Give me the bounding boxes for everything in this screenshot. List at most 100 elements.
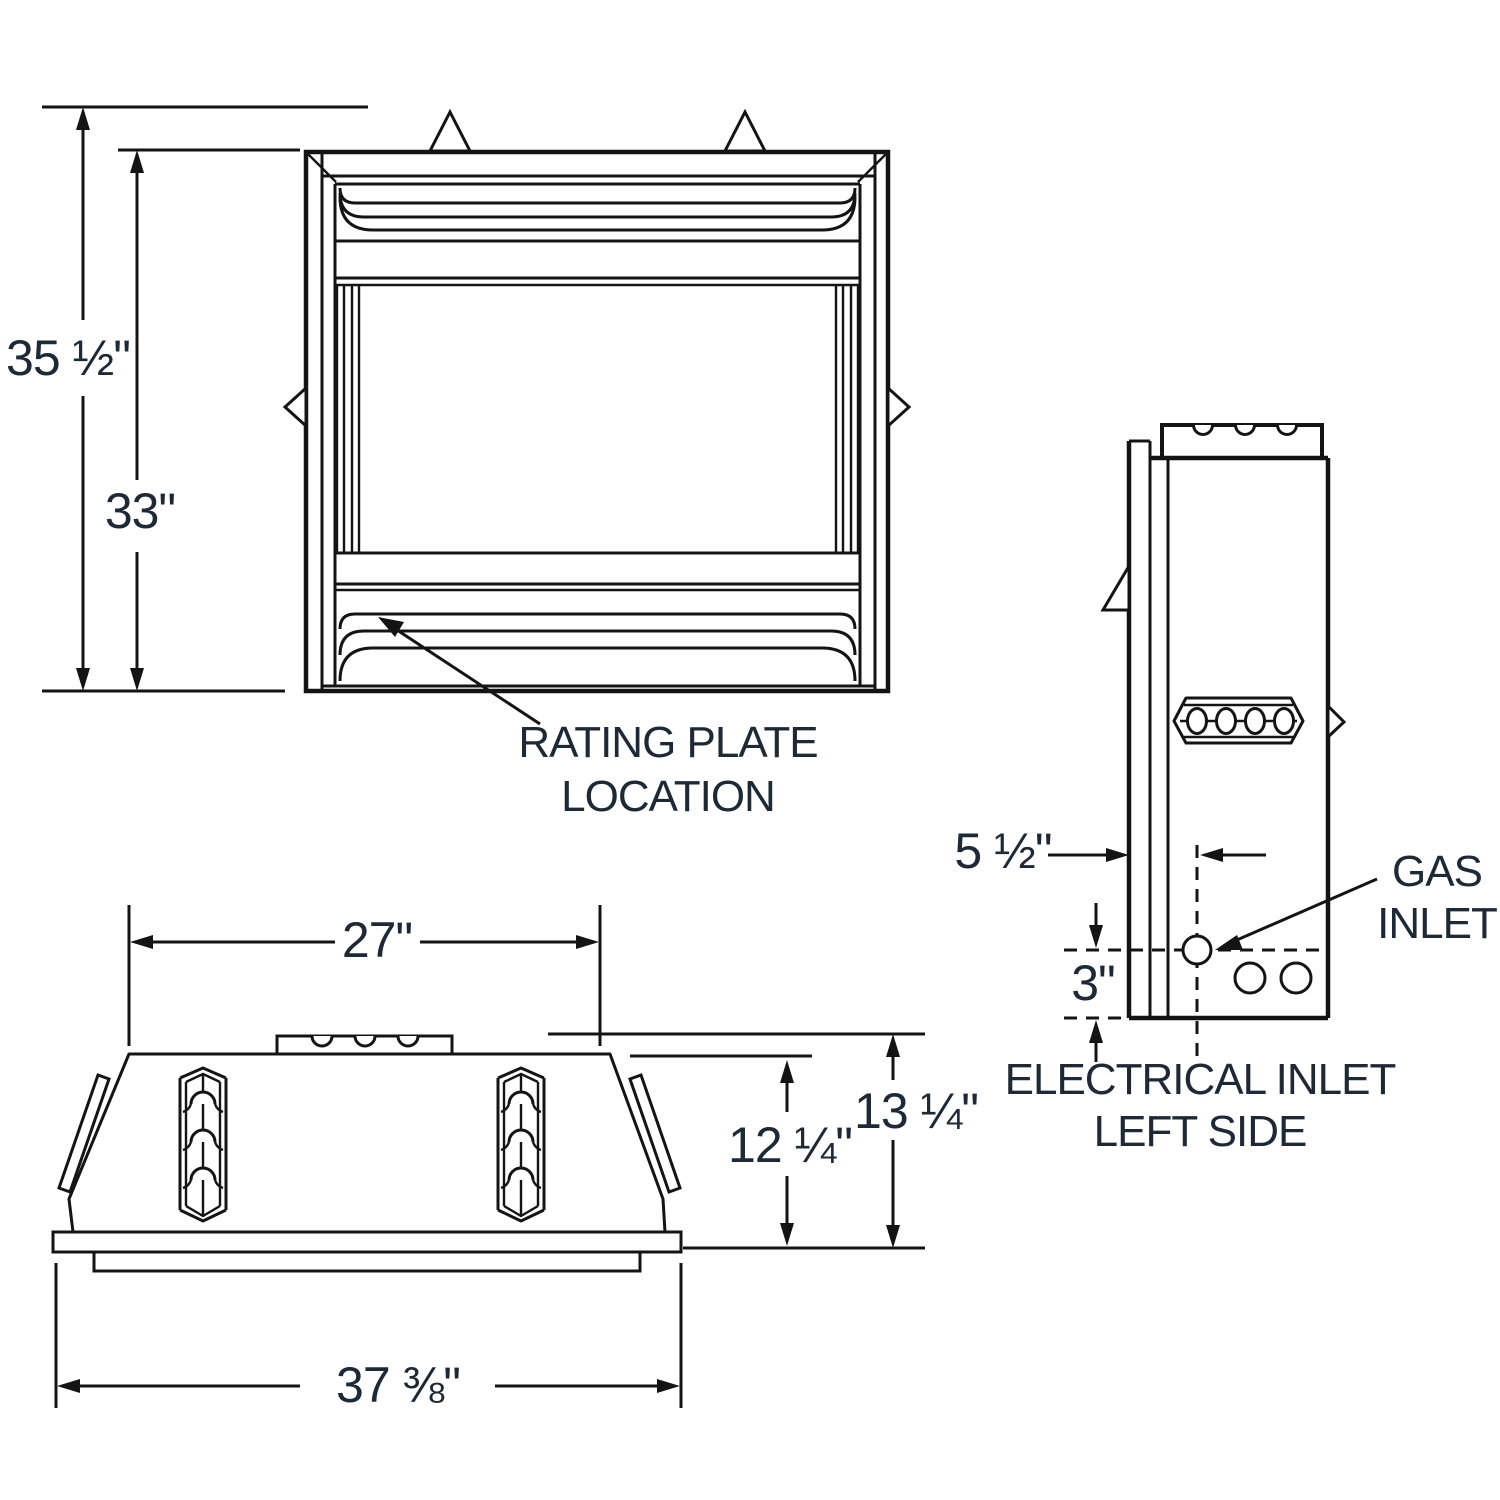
top-view-scalloped-plate xyxy=(275,1034,454,1056)
side-tab-icon xyxy=(1326,702,1347,741)
side-body xyxy=(1100,423,1347,1021)
mitre-top-left xyxy=(307,153,337,183)
gas-inlet-leader-line xyxy=(1229,877,1378,945)
rivet-icon xyxy=(500,1166,542,1190)
oval-hole-icon xyxy=(1273,707,1295,735)
dim-label-frame-height: 33" xyxy=(105,483,175,539)
rivet-icon xyxy=(500,1128,542,1152)
side-oval-bracket xyxy=(1172,696,1305,745)
dim-firebox-width: 27" xyxy=(127,905,602,1046)
arrow-left-icon xyxy=(1200,848,1223,862)
notch-icon xyxy=(396,1035,420,1048)
dim-body-depth: 12 ¼" xyxy=(630,1054,853,1246)
arrow-right-icon xyxy=(576,935,599,949)
louver-slat xyxy=(338,646,857,682)
arrow-down-icon xyxy=(886,1225,900,1248)
front-side-tabs xyxy=(282,384,912,430)
side-dimensions: 5 ½" 3" GAS INLET ELECTRICAL INLET LEFT … xyxy=(954,823,1498,1156)
arrow-left-icon xyxy=(57,1379,80,1393)
base-bar-narrow xyxy=(92,1250,642,1273)
rivet-icon xyxy=(182,1166,224,1190)
louver-slat xyxy=(338,612,857,630)
arrow-up-icon xyxy=(76,107,90,130)
top-view xyxy=(51,1034,683,1273)
width-depth-dimensions: 27" 37 ⅜" 12 ¼" 13 ¼" xyxy=(54,905,979,1413)
rating-plate-label-line1: RATING PLATE xyxy=(518,718,817,767)
knockout-hole-icon xyxy=(1279,961,1313,995)
rivet-icon xyxy=(182,1128,224,1152)
notch-icon xyxy=(310,1035,334,1048)
gas-inlet-label-line1: GAS xyxy=(1392,847,1482,896)
standoff-tab-icon xyxy=(427,108,473,153)
knockout-hole-icon xyxy=(1233,961,1267,995)
dim-label-overall-depth: 13 ¼" xyxy=(854,1083,978,1139)
front-opening xyxy=(335,276,860,555)
arrow-up-icon xyxy=(1089,1020,1103,1043)
dim-gas-inlet-height: 3" xyxy=(1071,903,1116,1062)
side-tab-left-icon xyxy=(282,384,308,430)
rivet-icon xyxy=(500,1090,542,1114)
notch-icon xyxy=(1234,424,1256,436)
louver-slat xyxy=(338,196,857,232)
standoff-tab-icon xyxy=(722,108,768,153)
electrical-label-line2: LEFT SIDE xyxy=(1094,1107,1307,1156)
mitre-top-right xyxy=(857,153,887,183)
arrow-down-icon xyxy=(76,668,90,691)
oval-hole-icon xyxy=(1186,707,1208,735)
dim-label-overall-width: 37 ⅜" xyxy=(336,1357,460,1413)
rating-plate-label-line2: LOCATION xyxy=(561,772,775,821)
side-tab-right-icon xyxy=(886,384,912,430)
arrow-right-icon xyxy=(657,1379,680,1393)
arrow-left-icon xyxy=(130,935,153,949)
top-view-channel-right xyxy=(496,1066,546,1223)
dim-label-body-depth: 12 ¼" xyxy=(728,1117,852,1173)
dim-frame-height: 33" xyxy=(105,150,176,691)
arrow-up-icon xyxy=(886,1034,900,1057)
louver-slat xyxy=(338,629,857,656)
dim-label-gas-setback: 5 ½" xyxy=(954,823,1051,879)
rating-plate-callout: RATING PLATE LOCATION xyxy=(378,617,819,821)
electrical-label-line1: ELECTRICAL INLET xyxy=(1005,1055,1396,1104)
arrow-down-icon xyxy=(1089,925,1103,948)
notch-icon xyxy=(1192,424,1214,436)
front-bottom-louvers xyxy=(335,582,860,682)
dim-label-overall-height: 35 ½" xyxy=(6,330,130,386)
height-dimensions: 35 ½" 33" xyxy=(6,105,368,693)
dim-overall-height: 35 ½" xyxy=(6,107,131,691)
slanted-bracket-left xyxy=(57,1073,111,1194)
slanted-bracket-right xyxy=(628,1073,682,1194)
top-view-channel-left xyxy=(178,1066,228,1223)
side-view xyxy=(1064,423,1347,1062)
gas-inlet-label-line2: INLET xyxy=(1377,899,1497,948)
arrow-right-icon xyxy=(1106,848,1129,862)
side-tab-icon xyxy=(1100,560,1131,612)
dim-label-gas-height: 3" xyxy=(1071,955,1115,1011)
louver-slat xyxy=(338,192,857,219)
dim-gas-inlet-setback: 5 ½" xyxy=(954,823,1266,879)
front-view: RATING PLATE LOCATION xyxy=(282,108,912,821)
top-view-base-bars xyxy=(51,1230,683,1273)
oval-hole-icon xyxy=(1215,707,1237,735)
arrow-down-icon xyxy=(130,668,144,691)
front-top-louvers xyxy=(335,182,860,243)
front-top-standoff-tabs xyxy=(427,108,768,153)
top-view-side-brackets xyxy=(57,1073,682,1194)
gas-inlet-arrowhead-icon xyxy=(1215,935,1243,950)
rating-plate-arrowhead-icon xyxy=(378,617,404,637)
notch-icon xyxy=(1276,424,1298,436)
electrical-inlet-note: ELECTRICAL INLET LEFT SIDE xyxy=(1005,1055,1397,1156)
arrow-down-icon xyxy=(780,1223,794,1246)
gas-inlet-hole xyxy=(1181,934,1213,966)
notch-icon xyxy=(353,1035,377,1048)
rating-plate-leader-line xyxy=(396,628,541,726)
rivet-icon xyxy=(182,1090,224,1114)
dim-label-firebox-width: 27" xyxy=(342,912,412,968)
side-inlets xyxy=(1064,845,1328,1062)
base-bar-wide xyxy=(51,1230,683,1254)
arrow-up-icon xyxy=(780,1060,794,1083)
dim-overall-depth: 13 ¼" xyxy=(548,1032,979,1250)
dim-overall-width: 37 ⅜" xyxy=(54,1263,683,1413)
oval-hole-icon xyxy=(1244,707,1266,735)
